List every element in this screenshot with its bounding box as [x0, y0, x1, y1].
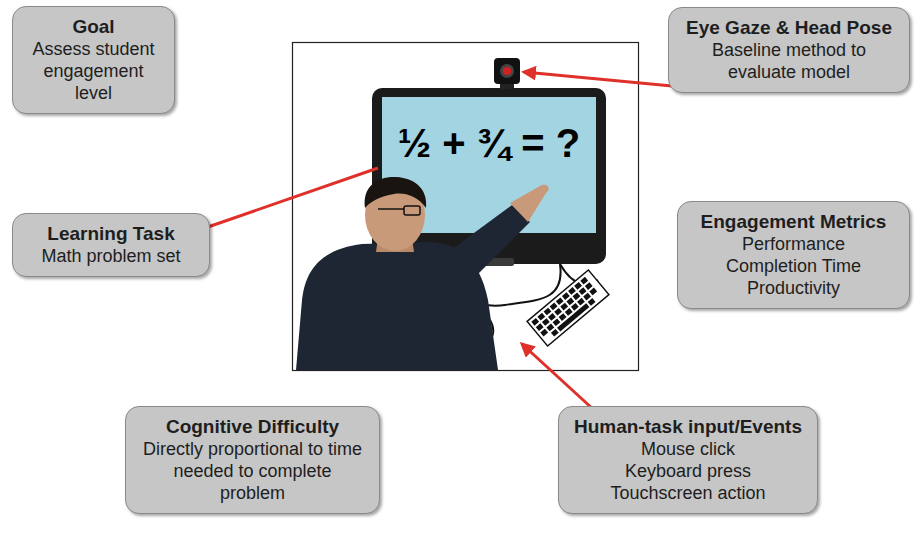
box-text: Mouse click	[573, 439, 803, 461]
callout-box: Eye Gaze & Head PoseBaseline method to e…	[668, 7, 910, 93]
box-heading: Eye Gaze & Head Pose	[681, 16, 897, 40]
box-text: Keyboard press	[573, 461, 803, 483]
picture-frame	[293, 43, 639, 371]
box-text: Performance	[690, 234, 897, 256]
box-text: Touchscreen action	[573, 483, 803, 505]
leader-line	[524, 72, 672, 86]
box-text: Directly proportional to time needed to …	[140, 439, 365, 505]
student-figure	[296, 177, 549, 370]
box-text: Completion Time	[690, 256, 897, 278]
box-text: Assess student engagement level	[25, 39, 162, 105]
webcam-lens	[500, 64, 514, 78]
callout-box: Cognitive DifficultyDirectly proportiona…	[125, 406, 380, 514]
box-text: Math problem set	[25, 246, 197, 268]
callout-box: Human-task input/EventsMouse clickKeyboa…	[558, 406, 818, 514]
leader-line	[205, 168, 378, 228]
screen-equation: ½ + ¾ = ?	[382, 120, 596, 166]
box-text: Productivity	[690, 278, 897, 300]
keyboard	[527, 270, 609, 346]
box-text: Baseline method to evaluate model	[687, 40, 892, 84]
box-heading: Learning Task	[25, 222, 197, 246]
webcam-light	[503, 67, 511, 75]
box-heading: Human-task input/Events	[571, 415, 805, 439]
callout-box: GoalAssess student engagement level	[12, 6, 175, 114]
callout-box: Engagement MetricsPerformanceCompletion …	[677, 201, 910, 309]
box-heading: Cognitive Difficulty	[138, 415, 367, 439]
webcam	[494, 58, 520, 84]
callout-box: Learning TaskMath problem set	[12, 213, 210, 277]
box-heading: Goal	[25, 15, 162, 39]
box-heading: Engagement Metrics	[690, 210, 897, 234]
